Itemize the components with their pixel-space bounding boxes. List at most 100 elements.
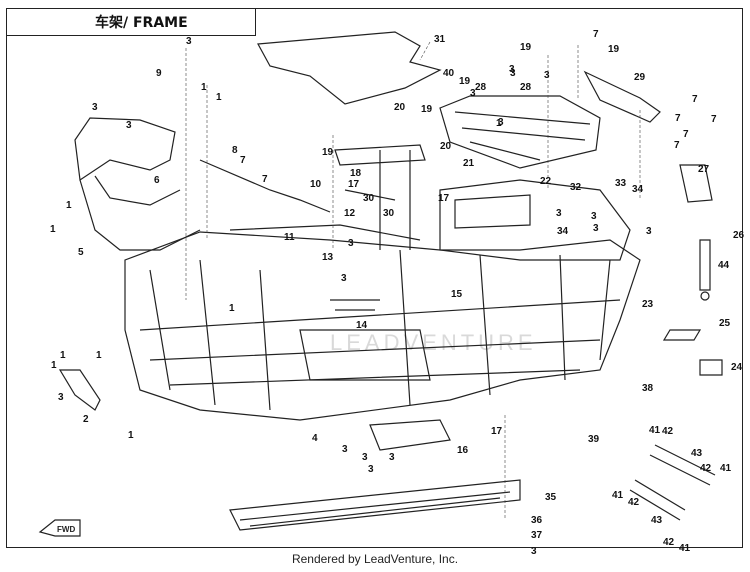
front-bumper-inner [94,175,181,206]
part-callout: 1 [229,303,235,314]
bar-30 [344,189,396,201]
part-callout: 7 [262,174,268,185]
part-callout: 3 [341,273,347,284]
part-callout: 12 [344,208,356,219]
part-callout: 21 [463,158,475,169]
part-callout: 28 [475,82,487,93]
part-callout: 1 [60,350,66,361]
part-callout: 25 [719,318,731,329]
part-callout: 4 [312,433,318,444]
arm-43-lower [629,479,686,521]
part-callout: 19 [520,42,532,53]
skid-plate-16 [369,419,451,451]
part-callout: 31 [434,34,446,45]
part-callout: 7 [675,113,681,124]
part-callout: 3 [531,546,537,557]
part-callout: 22 [540,176,552,187]
part-callout: 7 [692,94,698,105]
bracket-27 [679,164,713,203]
footer-credit: Rendered by LeadVenture, Inc. [291,552,459,566]
part-callout: 1 [96,350,102,361]
part-callout: 30 [363,193,375,204]
part-callout: 39 [588,434,600,445]
part-callout: 3 [556,208,562,219]
part-callout: 8 [232,145,238,156]
part-callout: 3 [342,444,348,455]
part-callout: 30 [383,208,395,219]
arm-43-upper [649,444,716,486]
part-callout: 42 [628,497,640,508]
part-callout: 7 [674,140,680,151]
part-callout: 3 [368,464,374,475]
main-frame-rails [139,299,621,386]
part-callout: 1 [66,200,72,211]
part-callout: 17 [438,193,450,204]
pad-25 [662,329,702,341]
part-callout: 3 [646,226,652,237]
main-frame-outline [124,231,641,421]
part-callout: 24 [731,362,743,373]
cross-tube-11 [229,224,421,241]
part-callout: 7 [711,114,717,125]
part-callout: 3 [348,238,354,249]
part-callout: 34 [632,184,644,195]
part-callout: 3 [510,68,516,79]
part-callout: 36 [531,515,543,526]
bracket-24 [699,359,723,376]
part-callout: 1 [51,360,57,371]
part-callout: 15 [451,289,463,300]
title-text: 车架/ FRAME [95,15,188,31]
footrest-panel [299,329,431,381]
part-callout: 3 [186,36,192,47]
diagram-title: 车架/ FRAME [6,8,256,36]
part-callout: 38 [642,383,654,394]
front-bumper-part [79,179,201,251]
part-callout: 33 [615,178,627,189]
part-callout: 44 [718,260,730,271]
rear-rack-part [439,95,601,169]
mount-2 [58,369,101,411]
part-callout: 16 [457,445,469,456]
leader-lines [185,41,641,520]
part-callout: 1 [496,118,502,129]
part-callout: 3 [126,120,132,131]
part-callout: 3 [593,223,599,234]
part-callout: 41 [649,425,661,436]
part-callout: 34 [557,226,569,237]
part-callout: 17 [348,179,360,190]
seat-pan-part [257,31,442,105]
part-callout: 28 [520,82,532,93]
part-callout: 43 [651,515,663,526]
frame-drawing [38,31,723,537]
bottom-skid-35 [229,479,521,531]
part-callout: 20 [394,102,406,113]
rear-brace-part [583,70,661,123]
rear-subframe [439,179,631,261]
part-callout: 11 [284,232,295,243]
part-callout: 42 [663,537,675,548]
top-tube-left [199,159,331,213]
part-callout: 7 [683,129,689,140]
fwd-label: FWD [57,525,75,534]
part-callout: 20 [440,141,452,152]
diagram-border [6,8,743,548]
part-callout: 1 [128,430,134,441]
part-callout: 14 [356,320,368,331]
front-guard-part [74,117,176,182]
rear-rack-bars [454,111,591,161]
part-callout: 17 [491,426,503,437]
part-callout: 40 [443,68,455,79]
part-callout: 5 [78,247,84,258]
part-callout: 1 [201,82,207,93]
part-callout: 3 [544,70,550,81]
part-callout: 43 [691,448,703,459]
part-callout: 41 [679,543,691,554]
part-callout: 19 [322,147,334,158]
part-callout: 19 [459,76,471,87]
part-callout: 1 [50,224,56,235]
floor-bracket-14 [330,299,380,311]
part-callout: 29 [634,72,646,83]
fwd-arrow [38,519,81,537]
